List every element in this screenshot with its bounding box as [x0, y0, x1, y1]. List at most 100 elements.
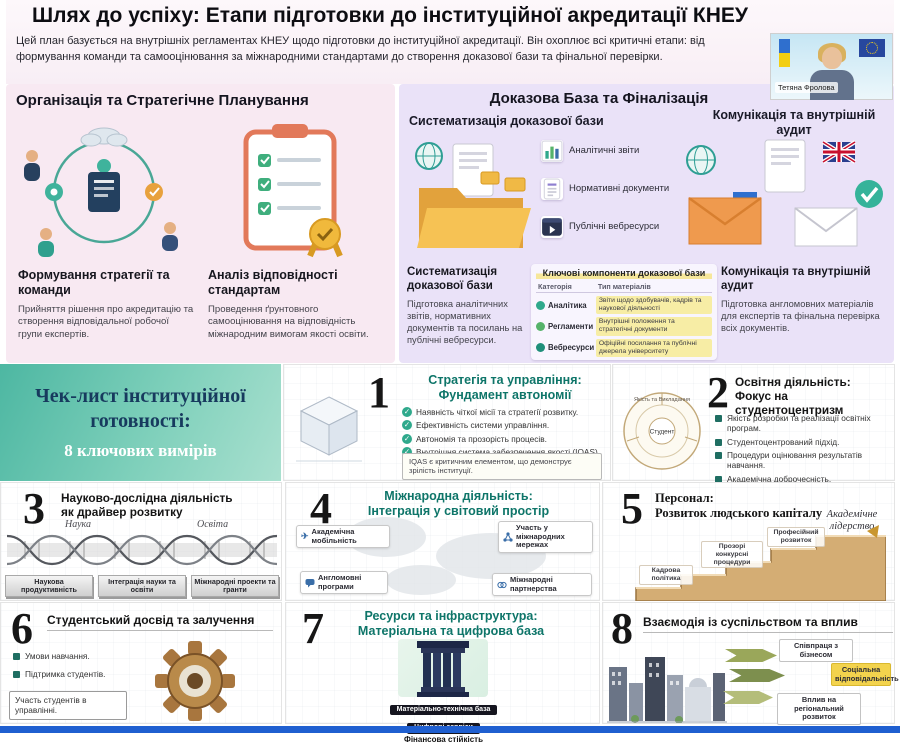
section-personnel: 5 Персонал: Розвиток людського капіталу … — [602, 482, 895, 602]
communication-audit-header: Комунікація та внутрішній аудит — [712, 108, 876, 137]
step-label: Прозорі конкурсні процедури — [701, 541, 763, 569]
section-title-line2: Фундамент автономії — [438, 387, 572, 402]
dna-helix-illustration — [6, 529, 278, 576]
cube-sketch-illustration — [294, 391, 364, 470]
bullet-item: Академічна доброчесність. — [715, 474, 891, 484]
check-icon: ✓ — [402, 407, 412, 417]
bullet-marker-icon — [715, 475, 722, 483]
business-cooperation-label: Співпраця з бізнесом — [779, 639, 853, 663]
analytics-dot-icon — [536, 300, 545, 310]
bullet-item: ✓ Наявність чіткої місії та стратегії роз… — [402, 407, 608, 417]
section-title: Ресурси та інфраструктура: Матеріальна т… — [336, 609, 566, 639]
speech-bubble-icon — [305, 578, 315, 588]
evidence-item-label: Аналітичні звіти — [569, 144, 640, 156]
bullet-text: Наявність чіткої місії та стратегії розв… — [416, 407, 579, 417]
checklist-banner: Чек-лист інституційної готовності: 8 клю… — [0, 364, 281, 481]
section-title: Освітня діяльність: Фокус на студентоцен… — [735, 375, 893, 417]
box-label: Академічна мобільність — [311, 527, 357, 545]
table-header-row: Категорія Тип матеріалів — [536, 281, 712, 293]
communication-illustration — [677, 136, 889, 263]
step-label: Професійний розвиток — [767, 527, 825, 547]
standards-analysis-block: Аналіз відповідності стандартам Проведен… — [208, 268, 388, 342]
checklist-clipboard-illustration — [198, 116, 383, 269]
section-strategy-governance: 1 Стратегія та управління: Фундамент авт… — [283, 364, 611, 481]
browser-icon — [541, 216, 563, 238]
bullet-marker-icon — [715, 452, 722, 460]
network-icon — [503, 532, 513, 542]
row-category: Регламенти — [548, 321, 594, 331]
bullet-item: ✓Автономія та прозорість процесів. — [402, 433, 608, 444]
evidence-item-analytics: Аналітичні звіти — [541, 140, 679, 162]
bullet-text: Академічна доброчесність. — [727, 473, 832, 484]
webcam-video-tile[interactable]: Тетяна Фролова — [770, 33, 893, 100]
evidence-item-label: Публічні вебресурси — [569, 220, 660, 232]
section-title: Студентський досвід та залучення — [47, 613, 273, 631]
process-cycle-illustration — [12, 118, 192, 268]
partnerships-box: Міжнародні партнерства — [492, 573, 592, 597]
section-title-line1: Науково-дослідна діяльність — [61, 491, 233, 505]
bullet-text: Ефективність системи управління. — [416, 420, 550, 431]
section-title-line1: Стратегія та управління: — [428, 373, 582, 387]
bullet-text: Підтримка студентів. — [25, 669, 106, 679]
strategy-team-title: Формування стратегії та команди — [18, 268, 170, 297]
plane-icon: ✈ — [301, 531, 309, 542]
bullet-item: ✓Ефективність системи управління. — [402, 420, 608, 431]
bullet-text: Процедури оцінювання результатів навчанн… — [727, 450, 863, 471]
regional-impact-label: Вплив на регіональний розвиток — [777, 693, 861, 725]
panel-organization-planning: Організація та Стратегічне Планування — [6, 84, 395, 363]
academic-leadership-label: Академічне лідерство — [826, 509, 878, 533]
bullet-item: Умови навчання. — [13, 651, 143, 661]
check-icon: ✓ — [402, 447, 412, 458]
table-row: Регламенти Внутрішні положення та страте… — [536, 317, 712, 336]
table-row: Аналітика Звіти щодо здобувачів, кадрів … — [536, 296, 712, 315]
section-number: 7 — [302, 604, 324, 653]
student-centered-diagram: Якість та Викладання Студент — [615, 377, 710, 482]
checklist-title-line2: готовності: — [90, 410, 191, 432]
bullet-text: Студентоцентрований підхід. — [727, 436, 840, 447]
evidence-item-label: Нормативні документи — [569, 182, 670, 194]
evidence-item-web: Публічні вебресурси — [541, 216, 679, 238]
bullet-marker-icon — [715, 415, 722, 422]
ukraine-flag — [779, 39, 790, 67]
section-education-activity: Якість та Викладання Студент 2 Освітня д… — [612, 364, 895, 484]
step-label: Кадрова політика — [639, 565, 693, 585]
section-research-activity: 3 Науково-дослідна діяльність як драйвер… — [0, 482, 282, 601]
eu-flag — [859, 39, 885, 57]
evidence-types-list: Аналітичні звіти Нормативні документи Пу… — [541, 140, 679, 254]
table-col-category: Категорія — [538, 282, 572, 291]
science-label: Наука — [65, 519, 91, 530]
research-box: Міжнародні проекти та гранти — [191, 575, 279, 597]
strategy-team-block: Формування стратегії та команди Прийнятт… — [18, 268, 194, 342]
bullet-marker-icon — [13, 671, 20, 678]
section-number: 3 — [23, 484, 45, 533]
resources-label: Фінансова стійкість — [403, 734, 483, 744]
social-responsibility-label: Соціальна відповідальність — [831, 663, 899, 687]
section-student-experience: 6 Студентський досвід та залучення Умови… — [0, 602, 282, 724]
section-title: Науково-дослідна діяльність як драйвер р… — [61, 491, 273, 519]
page-title: Шлях до успіху: Етапи підготовки до інст… — [32, 4, 748, 27]
folder-documents-illustration — [407, 138, 537, 261]
standards-analysis-text: Проведення ґрунтовного самооцінювання на… — [208, 303, 369, 341]
avatar — [822, 47, 842, 69]
section-bullets: Якість розробки та реалізації освітніх п… — [715, 413, 891, 487]
impact-arrow — [725, 649, 777, 662]
section-title-line1: Міжнародна діяльність: — [384, 489, 533, 503]
section-title: Стратегія та управління: Фундамент автон… — [402, 373, 608, 403]
section-number: 4 — [310, 484, 332, 533]
table-col-materials: Тип матеріалів — [597, 282, 651, 291]
partnership-rings-icon — [497, 581, 507, 588]
document-icon — [541, 178, 563, 200]
bullet-text: Внутрішня система забезпечення якості (I… — [416, 447, 600, 457]
research-box: Наукова продуктивність — [5, 575, 93, 597]
bullet-marker-icon — [13, 653, 20, 660]
networks-box: Участь у міжнародних мережах — [498, 521, 593, 553]
section-resources-infrastructure: 7 Ресурси та інфраструктура: Матеріальна… — [285, 602, 600, 744]
city-illustration — [607, 639, 727, 728]
section-title-line2: як драйвер розвитку — [61, 505, 183, 520]
windows-taskbar[interactable] — [0, 726, 900, 733]
bullet-item: Підтримка студентів. — [13, 669, 143, 679]
iqas-note: IQAS є критичним елементом, що демонстру… — [402, 453, 602, 480]
column-illustration — [398, 639, 488, 697]
bullet-item: Якість розробки та реалізації освітніх п… — [715, 413, 891, 434]
table-row: Вебресурси Офіційні посилання та публічн… — [536, 338, 712, 357]
